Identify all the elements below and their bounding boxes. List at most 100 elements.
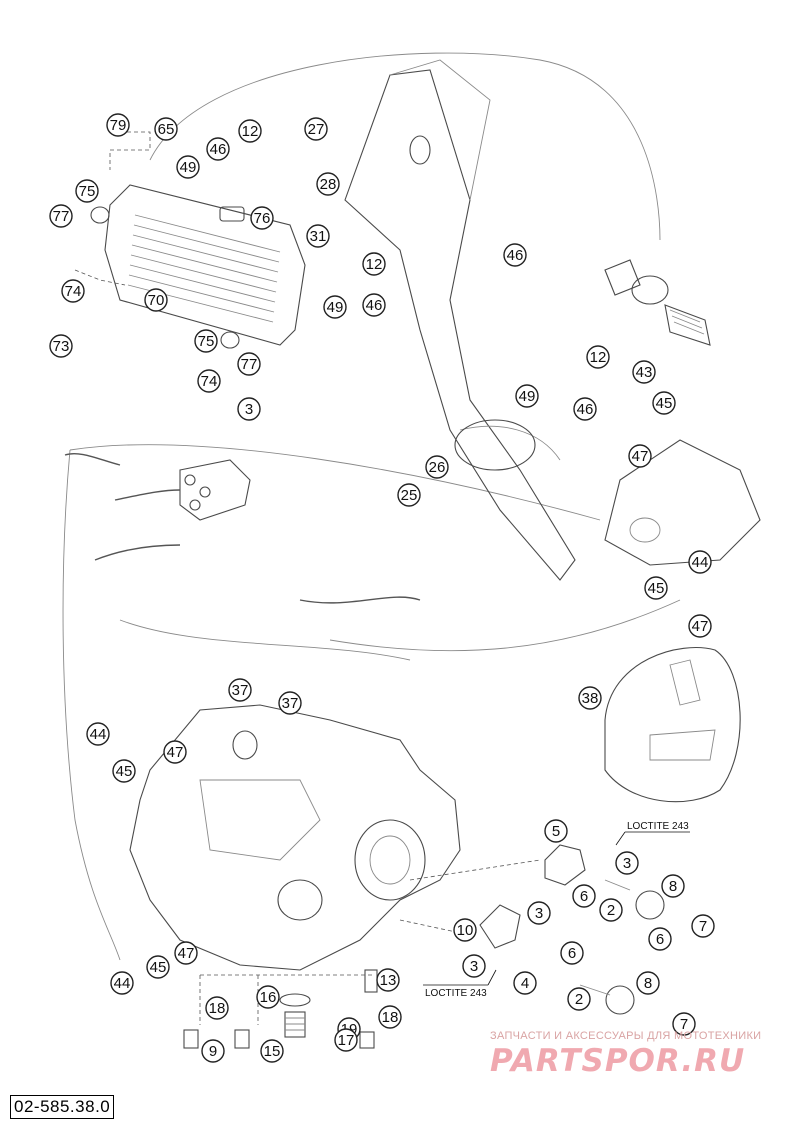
callout-number: 3 [470, 958, 478, 975]
callout-13: 13 [376, 968, 400, 992]
callout-47: 47 [628, 444, 652, 468]
callout-3: 3 [462, 954, 486, 978]
callout-circle [238, 119, 262, 143]
callout-number: 6 [580, 888, 588, 905]
callout-6: 6 [648, 927, 672, 951]
callout-49: 49 [176, 155, 200, 179]
callout-number: 37 [282, 695, 299, 712]
callout-77: 77 [49, 204, 73, 228]
callout-number: 45 [116, 763, 133, 780]
callout-number: 4 [521, 975, 529, 992]
callout-17: 17 [334, 1028, 358, 1052]
watermark-tagline: ЗАПЧАСТИ И АКСЕССУАРЫ ДЛЯ МОТОТЕХНИКИ [490, 1030, 762, 1042]
callout-8: 8 [661, 874, 685, 898]
callout-43: 43 [632, 360, 656, 384]
callout-number: 12 [366, 256, 383, 273]
callout-number: 45 [656, 395, 673, 412]
callout-46: 46 [206, 137, 230, 161]
callout-number: 70 [148, 292, 165, 309]
callout-70: 70 [144, 288, 168, 312]
callout-18: 18 [378, 1005, 402, 1029]
callout-number: 79 [110, 117, 127, 134]
callout-number: 49 [180, 159, 197, 176]
callout-circle [572, 884, 596, 908]
callout-circle [237, 352, 261, 376]
callout-circle [586, 345, 610, 369]
callout-circle [237, 397, 261, 421]
callout-circle [250, 206, 274, 230]
callout-circle [672, 1012, 696, 1036]
callout-number: 46 [210, 141, 227, 158]
callout-number: 44 [114, 975, 131, 992]
callout-number: 18 [382, 1009, 399, 1026]
callout-number: 16 [260, 989, 277, 1006]
callout-number: 3 [535, 905, 543, 922]
callout-number: 26 [429, 459, 446, 476]
callout-number: 65 [158, 121, 175, 138]
callout-number: 73 [53, 338, 70, 355]
callout-circle [644, 576, 668, 600]
callout-number: 47 [632, 448, 649, 465]
callout-circle [163, 740, 187, 764]
callout-circle [573, 397, 597, 421]
callout-number: 6 [568, 945, 576, 962]
callout-12: 12 [238, 119, 262, 143]
callout-circle [425, 455, 449, 479]
callout-circle [527, 901, 551, 925]
callout-number: 17 [338, 1032, 355, 1049]
callout-circle [515, 384, 539, 408]
callout-circle [362, 252, 386, 276]
callout-number: 77 [241, 356, 258, 373]
callout-4: 4 [513, 971, 537, 995]
callout-12: 12 [362, 252, 386, 276]
callout-74: 74 [197, 369, 221, 393]
callout-number: 43 [636, 364, 653, 381]
callout-44: 44 [688, 550, 712, 574]
callout-6: 6 [572, 884, 596, 908]
callout-46: 46 [503, 243, 527, 267]
oil-filter-illustration [604, 259, 711, 346]
callout-16: 16 [256, 985, 280, 1009]
callout-number: 10 [457, 922, 474, 939]
callout-number: 74 [201, 373, 218, 390]
callout-26: 26 [425, 455, 449, 479]
callout-number: 45 [648, 580, 665, 597]
callout-circle [228, 678, 252, 702]
callout-number: 3 [623, 855, 631, 872]
callout-46: 46 [362, 293, 386, 317]
callout-number: 3 [245, 401, 253, 418]
callout-circle [206, 137, 230, 161]
callout-number: 37 [232, 682, 249, 699]
callout-number: 31 [310, 228, 327, 245]
leader-lines [74, 131, 541, 1025]
callout-circle [615, 851, 639, 875]
callout-circle [278, 691, 302, 715]
callout-45: 45 [146, 955, 170, 979]
callout-number: 47 [692, 618, 709, 635]
callout-circle [691, 914, 715, 938]
callout-25: 25 [397, 483, 421, 507]
callout-circle [628, 444, 652, 468]
clutch-cover-illustration [604, 647, 741, 803]
callout-circle [106, 113, 130, 137]
callout-7: 7 [672, 1012, 696, 1036]
callout-37: 37 [278, 691, 302, 715]
callout-number: 46 [366, 297, 383, 314]
callout-3: 3 [237, 397, 261, 421]
callout-number: 6 [656, 931, 664, 948]
callout-2: 2 [567, 987, 591, 1011]
callout-number: 25 [401, 487, 418, 504]
callout-circle [260, 1039, 284, 1063]
callout-circle [49, 334, 73, 358]
oil-cooler-illustration [90, 184, 306, 349]
callout-circle [61, 279, 85, 303]
callout-number: 45 [150, 959, 167, 976]
oil-distributor-illustration [64, 453, 421, 604]
callout-circle [567, 987, 591, 1011]
callout-79: 79 [106, 113, 130, 137]
callout-circle [306, 224, 330, 248]
callout-number: 44 [90, 726, 107, 743]
callout-8: 8 [636, 971, 660, 995]
callout-3: 3 [615, 851, 639, 875]
